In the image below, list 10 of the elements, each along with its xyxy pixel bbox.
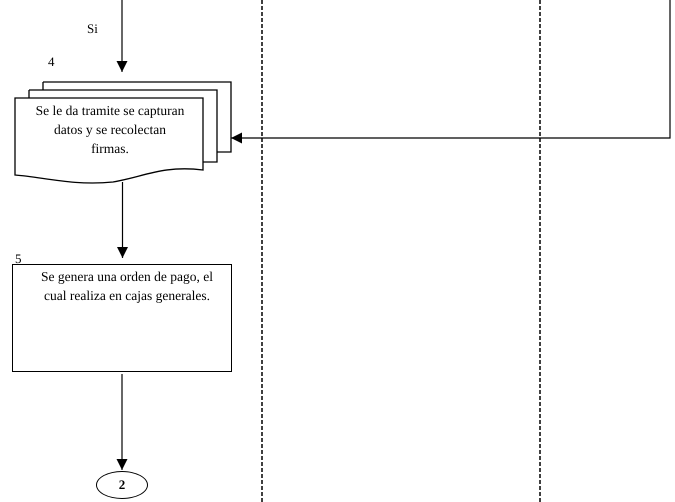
arrow bbox=[231, 0, 671, 144]
step-text: Se le da tramite se capturan datos y se recolectan firmas. bbox=[34, 102, 186, 158]
step-text: Se genera una orden de pago, el cual realiza en cajas generales. bbox=[40, 268, 214, 305]
arrow bbox=[116, 0, 128, 72]
connector-oval: 2 bbox=[96, 471, 148, 499]
arrow bbox=[117, 182, 128, 258]
arrow bbox=[116, 374, 128, 470]
step-number: 4 bbox=[48, 55, 54, 69]
edge-label: Si bbox=[86, 22, 99, 36]
step-number: 5 bbox=[15, 252, 22, 266]
